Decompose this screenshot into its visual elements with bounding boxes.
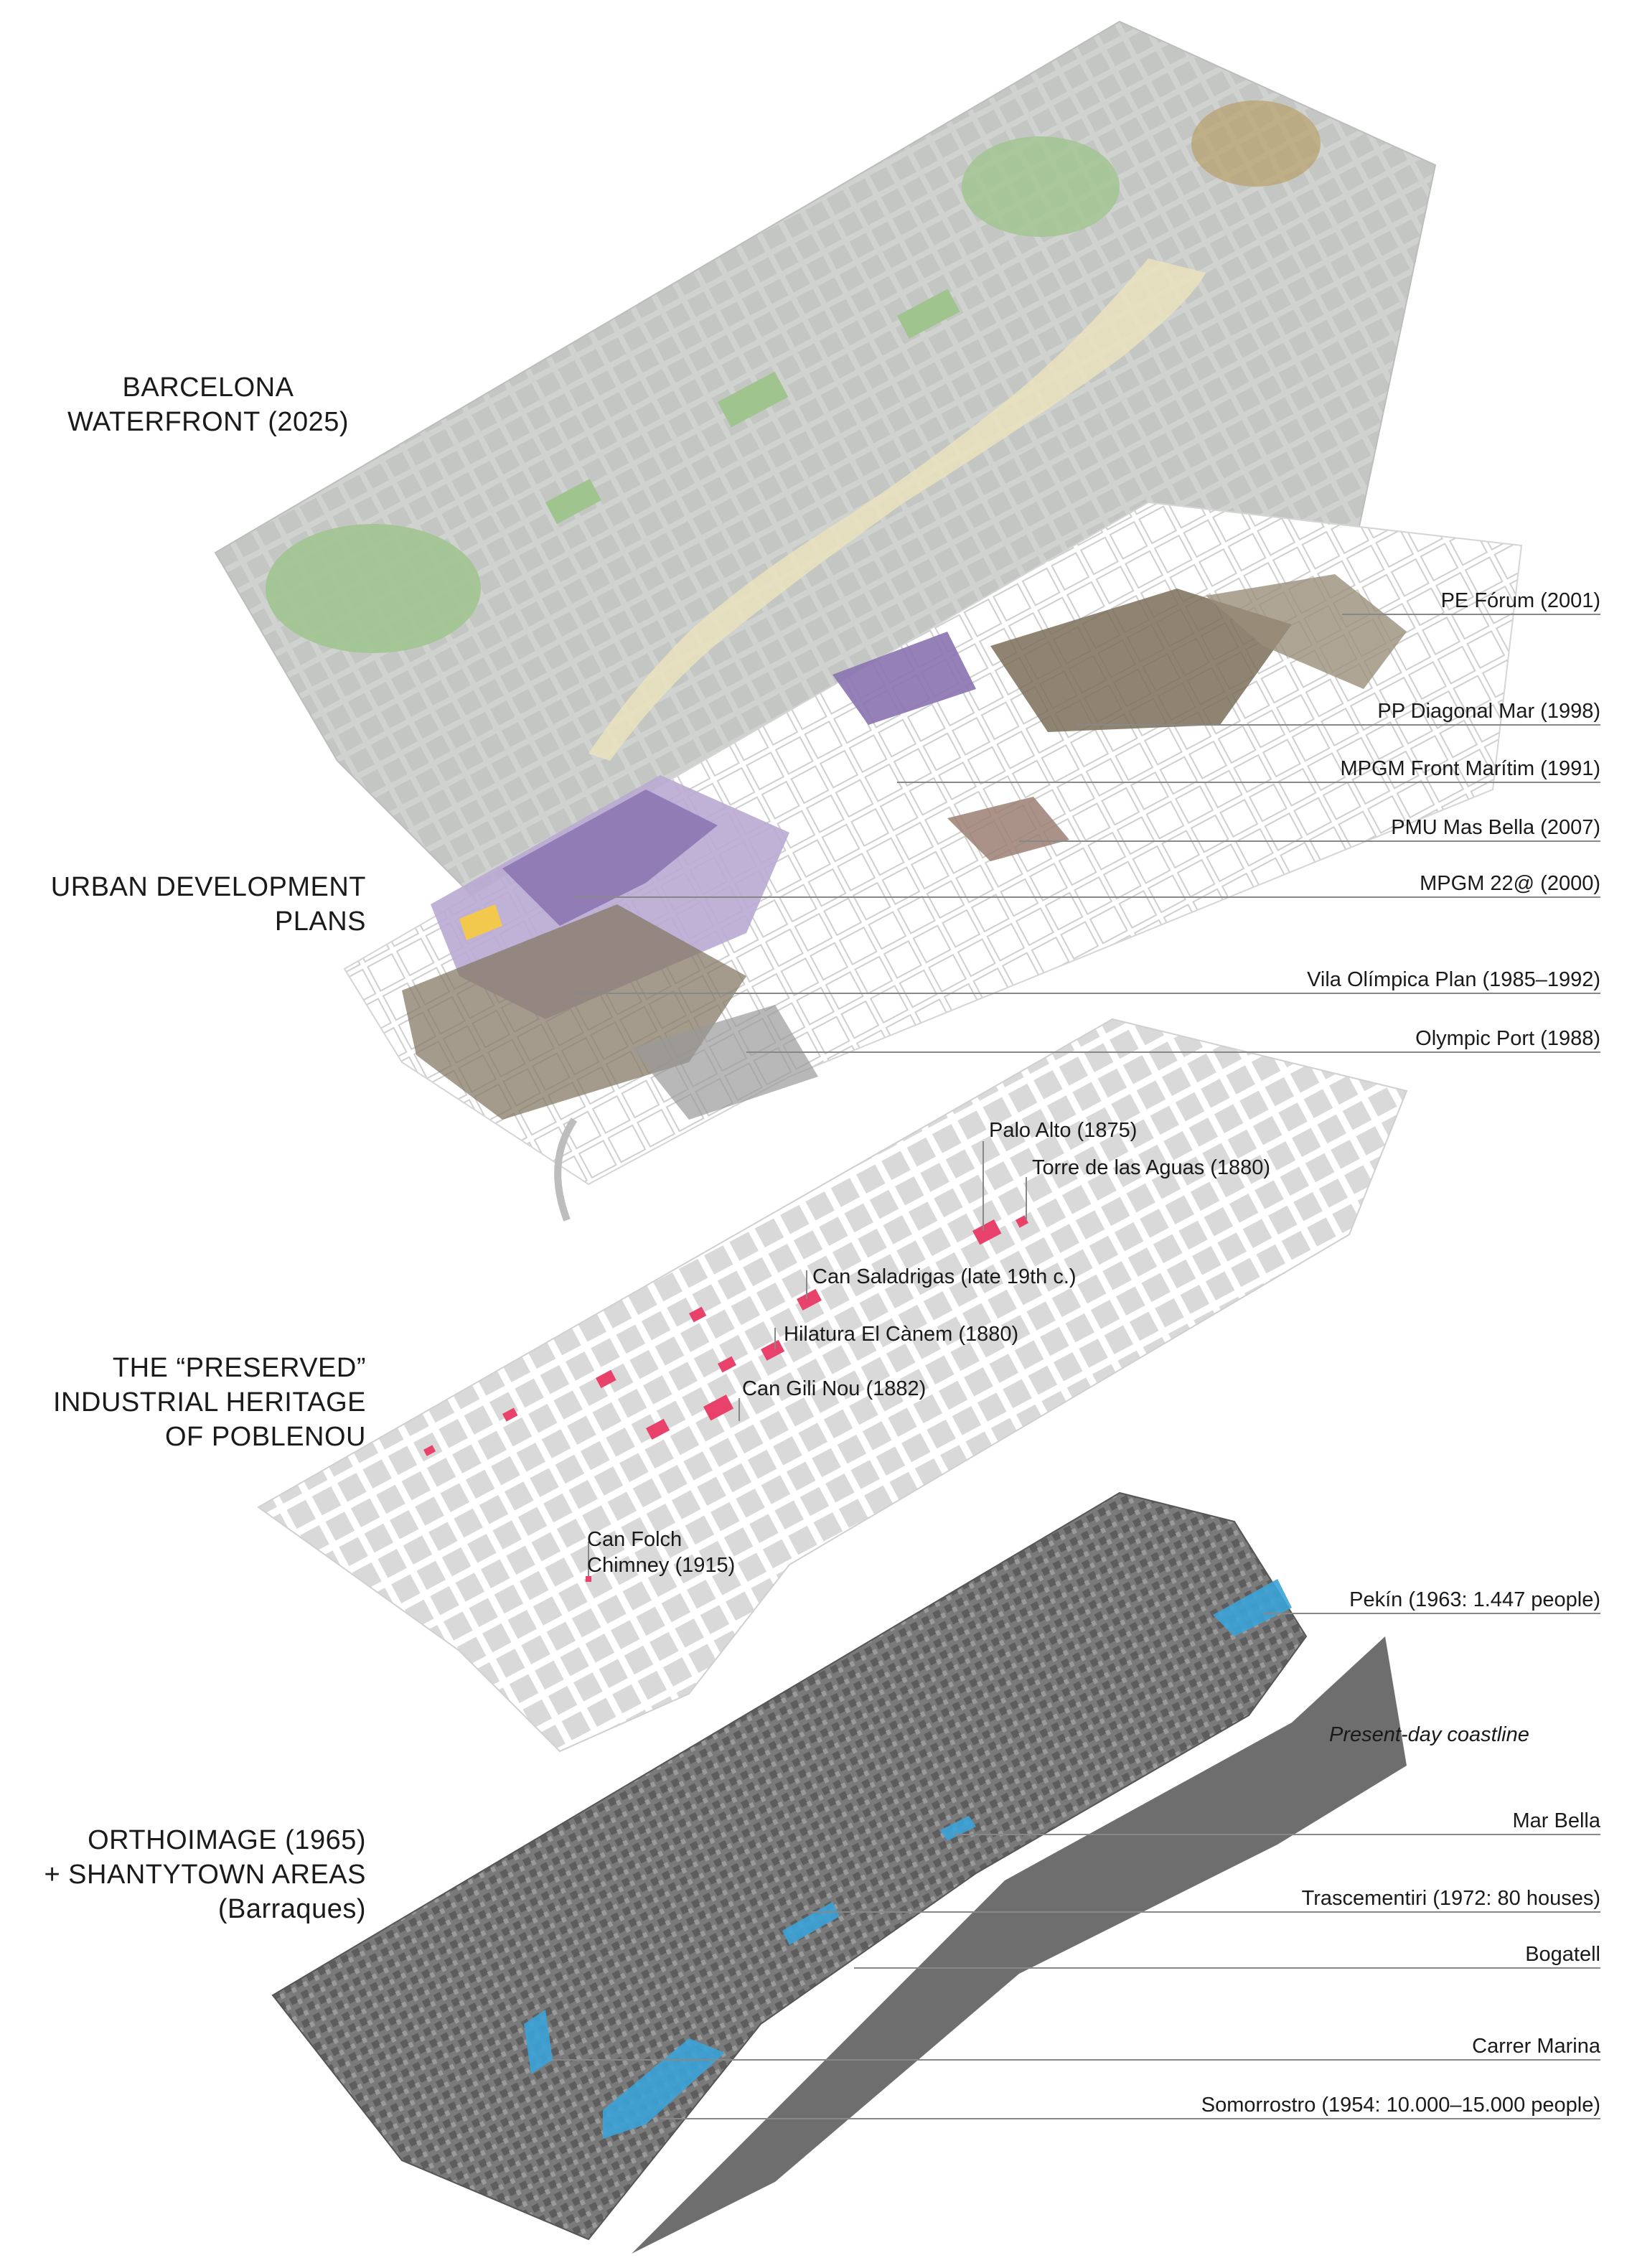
- park-north: [1191, 100, 1321, 187]
- zone-forum-east: [1206, 574, 1407, 689]
- callout-present-day-coastline: Present-day coastline: [1329, 1723, 1529, 1746]
- shanty-carrer-marina: [524, 2010, 553, 2074]
- callout-can-gili-nou: Can Gili Nou (1882): [742, 1377, 927, 1400]
- zone-port-olimpic: [632, 1005, 818, 1120]
- park-ciutadella: [266, 524, 481, 653]
- label-urban-development-plans: URBAN DEVELOPMENT PLANS: [14, 870, 366, 939]
- callout-hilatura-el-canem: Hilatura El Cànem (1880): [784, 1323, 1019, 1346]
- callout-can-saladrigas: Can Saladrigas (late 19th c.): [812, 1265, 1077, 1288]
- label-plans-line-2: PLANS: [274, 906, 366, 937]
- callout-carrer-marina: Carrer Marina: [1472, 2035, 1600, 2058]
- callout-mpgm-22at: MPGM 22@ (2000): [1420, 872, 1600, 895]
- zone-forum-aerial: [990, 589, 1292, 732]
- layer-waterfront-map: [214, 20, 1437, 942]
- callout-pmu-mas-bella: PMU Mas Bella (2007): [1391, 816, 1600, 839]
- callout-somorrostro: Somorrostro (1954: 10.000–15.000 people): [1201, 2094, 1600, 2117]
- callout-olympic-port: Olympic Port (1988): [1415, 1027, 1600, 1050]
- callout-vila-olimpica: Vila Olímpica Plan (1985–1992): [1307, 968, 1600, 991]
- heritage-building-d: [502, 1407, 518, 1422]
- zone-yellow: [459, 904, 502, 940]
- label-waterfront-line-2: WATERFRONT (2025): [67, 407, 350, 437]
- heritage-building-e: [423, 1445, 436, 1456]
- label-ortho-line-2: + SHANTYTOWN AREAS: [44, 1860, 366, 1890]
- label-orthoimage: ORTHOIMAGE (1965) + SHANTYTOWN AREAS (Ba…: [14, 1823, 366, 1926]
- heritage-building-gili-nou: [703, 1395, 734, 1421]
- callout-pekin: Pekín (1963: 1.447 people): [1349, 1588, 1600, 1611]
- park-east: [962, 136, 1120, 237]
- zone-diagonal-purple: [833, 632, 976, 725]
- beach-strip: [588, 258, 1206, 761]
- label-industrial-heritage: THE “PRESERVED” INDUSTRIAL HERITAGE OF P…: [14, 1351, 366, 1454]
- heritage-building-f: [718, 1356, 736, 1373]
- heritage-building-c: [689, 1306, 707, 1323]
- heritage-building-a: [596, 1369, 616, 1389]
- callout-mar-bella: Mar Bella: [1512, 1809, 1601, 1832]
- marina-breakwater: [554, 1117, 578, 1222]
- layer-industrial-heritage: [257, 1018, 1408, 1753]
- park-block-2: [897, 289, 960, 339]
- heritage-building-torre-aguas: [1016, 1215, 1028, 1228]
- heritage-building-b: [646, 1418, 670, 1440]
- callout-mpgm-front-maritim: MPGM Front Marítim (1991): [1340, 757, 1600, 780]
- label-ortho-line-3: (Barraques): [217, 1894, 366, 1924]
- callout-bogatell: Bogatell: [1525, 1943, 1600, 1966]
- park-block-3: [545, 479, 601, 525]
- park-block-1: [718, 371, 789, 428]
- layer-orthoimage-1965: [271, 1491, 1407, 2254]
- shanty-somorrostro: [603, 2038, 725, 2139]
- callout-trascementiri: Trascementiri (1972: 80 houses): [1301, 1887, 1600, 1910]
- callout-torre-de-las-aguas: Torre de las Aguas (1880): [1032, 1156, 1271, 1179]
- callout-pp-diagonal-mar: PP Diagonal Mar (1998): [1377, 700, 1600, 723]
- label-barcelona-waterfront: BARCELONA WATERFRONT (2025): [57, 370, 359, 439]
- heritage-building-palo-alto: [972, 1219, 1002, 1245]
- label-heritage-line-3: OF POBLENOU: [165, 1422, 366, 1452]
- callout-palo-alto: Palo Alto (1875): [989, 1119, 1138, 1142]
- label-ortho-line-1: ORTHOIMAGE (1965): [88, 1825, 366, 1855]
- ortho-sea-shadow: [632, 1636, 1407, 2254]
- leader-lines: [553, 614, 1600, 2119]
- heritage-building-saladrigas: [797, 1288, 822, 1311]
- callout-chimney-1915: Chimney (1915): [587, 1554, 736, 1577]
- heritage-base: [257, 1018, 1408, 1753]
- zone-22at-dark: [502, 789, 718, 926]
- heritage-building-canem: [761, 1339, 785, 1361]
- shanty-mar-bella: [940, 1816, 976, 1841]
- heritage-building-chimney: [586, 1576, 591, 1582]
- heritage-buildings: [423, 1215, 1028, 1582]
- label-plans-line-1: URBAN DEVELOPMENT: [50, 872, 366, 902]
- callout-pe-forum: PE Fórum (2001): [1440, 589, 1600, 612]
- label-heritage-line-2: INDUSTRIAL HERITAGE: [53, 1387, 366, 1418]
- label-waterfront-line-1: BARCELONA: [122, 372, 294, 403]
- zone-masbella: [947, 797, 1069, 861]
- shanty-pekin: [1213, 1579, 1292, 1636]
- callout-can-folch: Can Folch: [587, 1528, 683, 1551]
- label-heritage-line-1: THE “PRESERVED”: [112, 1353, 366, 1383]
